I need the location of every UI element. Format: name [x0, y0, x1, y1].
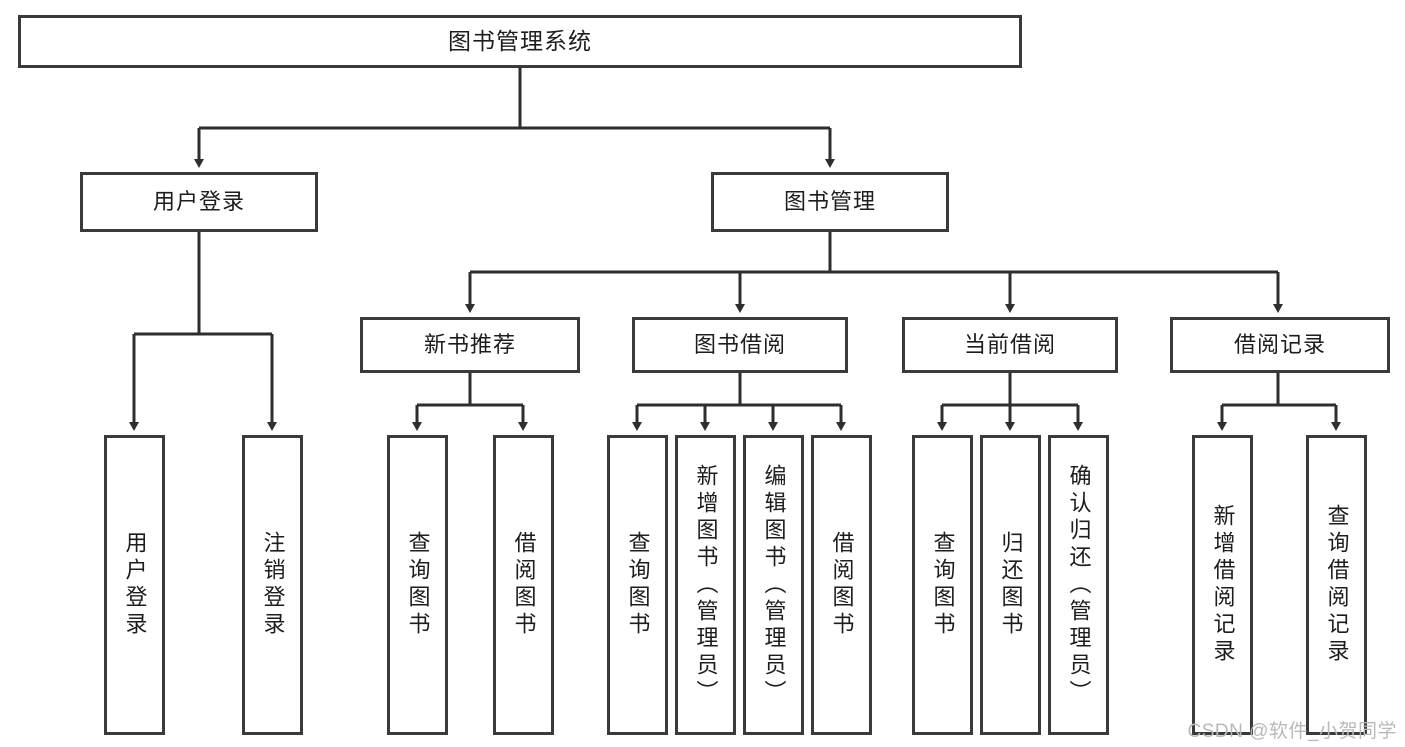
node-label: 图书借阅: [693, 332, 786, 358]
leaf-query-book-current[interactable]: 查询图书: [912, 435, 973, 735]
leaf-label: 归还图书: [998, 531, 1024, 639]
node-borrow-record[interactable]: 借阅记录: [1170, 317, 1390, 373]
leaf-return-book[interactable]: 归还图书: [980, 435, 1041, 735]
node-label: 当前借阅: [963, 332, 1056, 358]
leaf-logout[interactable]: 注销登录: [242, 435, 303, 735]
leaf-query-book-borrow[interactable]: 查询图书: [607, 435, 668, 735]
leaf-label: 注销登录: [260, 531, 286, 639]
leaf-label: 查询借阅记录: [1324, 504, 1350, 666]
node-label: 图书管理: [783, 189, 876, 215]
leaf-confirm-return-admin[interactable]: 确认归还（管理员）: [1048, 435, 1109, 735]
node-label: 用户登录: [152, 189, 245, 215]
leaf-label: 借阅图书: [829, 531, 855, 639]
node-root-system[interactable]: 图书管理系统: [18, 15, 1022, 68]
leaf-label: 查询图书: [405, 531, 431, 639]
node-label: 借阅记录: [1233, 332, 1326, 358]
node-book-management[interactable]: 图书管理: [711, 172, 949, 232]
node-label: 图书管理系统: [448, 28, 592, 55]
leaf-borrow-book[interactable]: 借阅图书: [811, 435, 872, 735]
node-user-login[interactable]: 用户登录: [80, 172, 318, 232]
leaf-add-book-admin[interactable]: 新增图书（管理员）: [675, 435, 736, 735]
node-current-borrow[interactable]: 当前借阅: [902, 317, 1118, 373]
leaf-label: 确认归还（管理员）: [1066, 463, 1092, 707]
node-book-borrow[interactable]: 图书借阅: [632, 317, 848, 373]
leaf-edit-book-admin[interactable]: 编辑图书（管理员）: [743, 435, 804, 735]
watermark-text: CSDN @软件_小贺同学: [1187, 721, 1397, 742]
leaf-label: 用户登录: [122, 531, 148, 639]
leaf-label: 新增借阅记录: [1210, 504, 1236, 666]
leaf-label: 查询图书: [625, 531, 651, 639]
leaf-label: 编辑图书（管理员）: [761, 463, 787, 707]
leaf-user-login[interactable]: 用户登录: [104, 435, 165, 735]
leaf-label: 查询图书: [930, 531, 956, 639]
leaf-label: 借阅图书: [511, 531, 537, 639]
node-new-book-recommend[interactable]: 新书推荐: [360, 317, 580, 373]
leaf-label: 新增图书（管理员）: [693, 463, 719, 707]
leaf-borrow-book-recommend[interactable]: 借阅图书: [493, 435, 554, 735]
node-label: 新书推荐: [423, 332, 516, 358]
leaf-add-borrow-record[interactable]: 新增借阅记录: [1192, 435, 1253, 735]
leaf-query-borrow-record[interactable]: 查询借阅记录: [1306, 435, 1367, 735]
leaf-query-book-recommend[interactable]: 查询图书: [387, 435, 448, 735]
